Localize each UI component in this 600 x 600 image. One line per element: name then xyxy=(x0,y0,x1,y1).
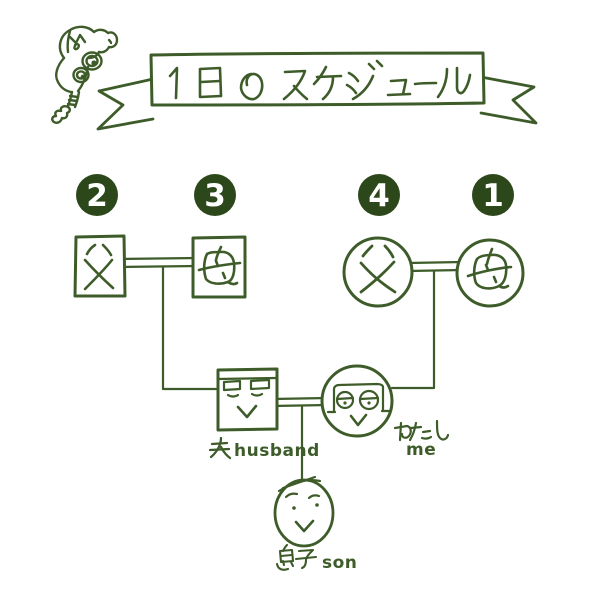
son-face xyxy=(273,478,335,548)
husband-face xyxy=(216,367,279,432)
mother-kanji xyxy=(466,247,513,290)
badge-my-father: 4 xyxy=(358,174,400,216)
badge-number: 4 xyxy=(368,178,390,214)
husband-kanji xyxy=(208,436,232,460)
node-son: son xyxy=(273,475,357,573)
node-husband-father xyxy=(73,234,127,298)
me-hair xyxy=(332,382,385,414)
husband-mouth xyxy=(236,404,258,419)
husband-left-eyebrow xyxy=(222,379,242,392)
me-mouth xyxy=(349,413,368,427)
banner-ribbon-tail-right xyxy=(479,75,538,125)
son-mouth xyxy=(294,519,315,533)
family-tree-connectors xyxy=(118,256,464,483)
son-fringe-stroke xyxy=(281,475,317,490)
son-label: son xyxy=(275,543,357,573)
husband-right-eye xyxy=(250,392,264,397)
mother-kanji xyxy=(197,245,242,286)
node-me: me xyxy=(320,364,450,460)
me-eyelids xyxy=(335,396,380,401)
badge-number: 3 xyxy=(204,178,226,214)
husband-right-eyebrow xyxy=(249,378,271,391)
node-my-father xyxy=(342,236,414,308)
me-label-en: me xyxy=(406,440,436,460)
badge-number: 2 xyxy=(86,178,108,214)
husband-left-eye xyxy=(226,393,240,398)
me-right-pupil xyxy=(367,401,371,405)
son-label-en: son xyxy=(322,553,357,573)
banner-title-text xyxy=(168,59,472,101)
husband-hairline xyxy=(216,376,279,381)
son-right-eyebrow xyxy=(307,494,321,500)
badge-husband-father: 2 xyxy=(76,174,118,216)
node-my-mother xyxy=(455,238,525,308)
badge-my-mother: 1 xyxy=(472,174,514,216)
title-banner xyxy=(96,51,538,131)
banner-ribbon-tail-left xyxy=(96,77,155,131)
badge-husband-mother: 3 xyxy=(194,174,236,216)
node-husband-mother xyxy=(191,235,247,299)
node-husband: husband xyxy=(208,367,320,461)
bird-mascot-icon xyxy=(51,25,119,124)
husband-label: husband xyxy=(208,436,320,461)
father-kanji xyxy=(359,244,397,294)
me-kana xyxy=(393,419,450,442)
husband-label-en: husband xyxy=(234,441,320,461)
badge-number: 1 xyxy=(482,178,504,214)
son-left-eye xyxy=(292,506,296,510)
me-left-pupil xyxy=(343,401,347,405)
son-left-eyebrow xyxy=(284,492,299,499)
father-kanji xyxy=(83,243,115,291)
me-hair-ticks xyxy=(326,409,392,414)
son-kanji xyxy=(275,543,318,571)
son-right-eye xyxy=(315,503,319,507)
me-label: me xyxy=(393,419,450,460)
